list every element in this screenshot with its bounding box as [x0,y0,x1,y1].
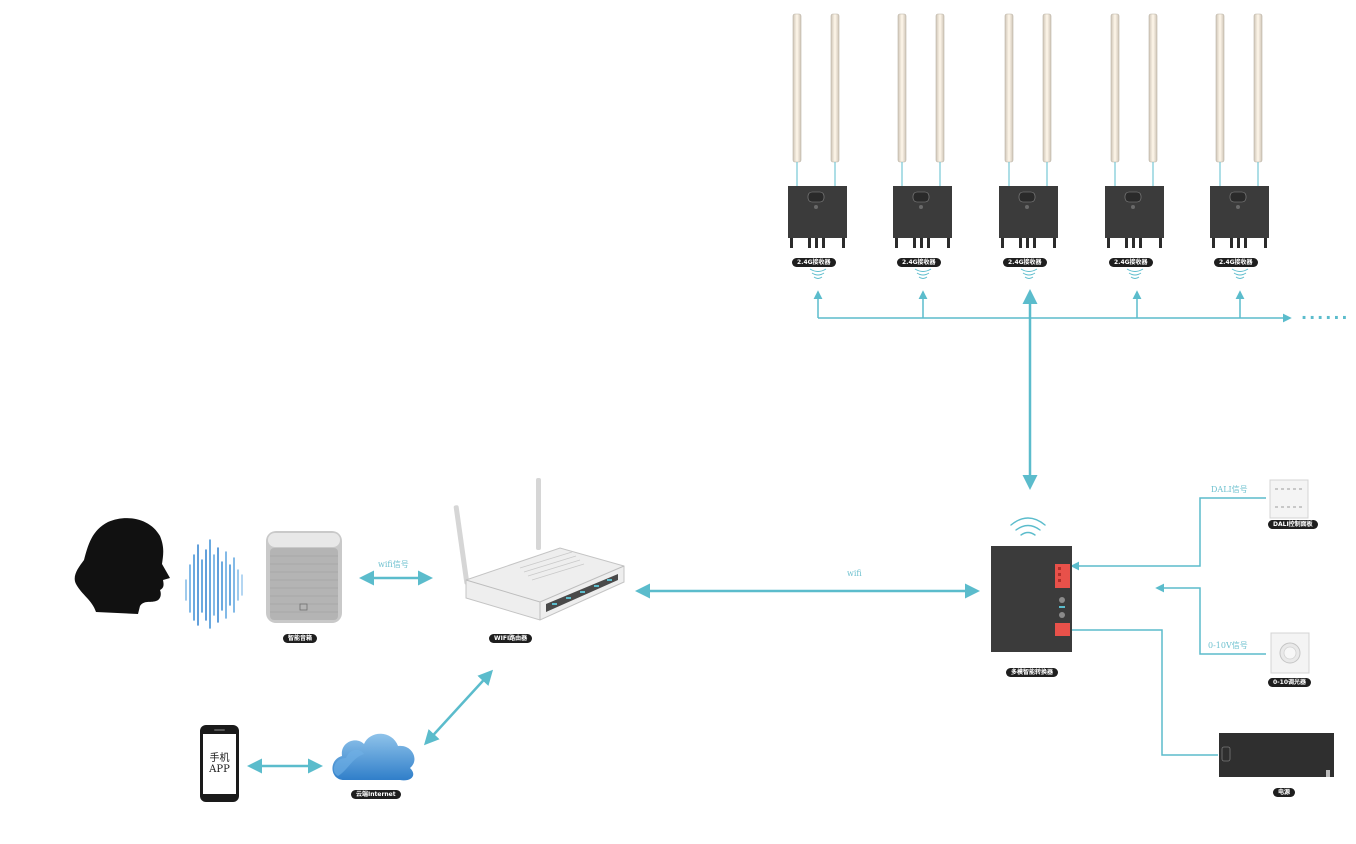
gateway-device [991,546,1072,652]
receiver-label: 2.4G接收器 [897,258,941,267]
dimmer-label: 0-10调光器 [1268,678,1312,687]
wifi-icon [1010,517,1046,536]
cloud-icon [332,733,415,781]
receiver-group-2 [893,13,952,248]
wifi-long-signal-label: wifi [847,569,862,578]
power-link [1072,629,1218,756]
wifi-router-signal-label: wifi信号 [378,560,409,569]
receiver-label: 2.4G接收器 [1109,258,1153,267]
more-receivers-ellipsis: ...... [1301,304,1350,323]
receiver-wifi-icons [809,268,1249,279]
dali-panel-device [1269,479,1309,519]
phone-app-line1: 手机 [209,753,230,764]
dali-signal-label: DALI信号 [1211,485,1248,494]
power-supply-device [1219,733,1334,777]
receiver-label: 2.4G接收器 [792,258,836,267]
gateway-label: 多模智能转换器 [1006,668,1059,677]
dimmer-device [1270,632,1310,674]
head-silhouette-icon [74,518,170,614]
phone-app-label: 手机 APP [203,753,236,775]
receiver-label: 2.4G接收器 [1003,258,1047,267]
cloud-label: 云端Internet [351,790,401,799]
phone-app-line2: APP [209,764,230,775]
receiver-group-5 [1210,13,1269,248]
receiver-group-4 [1105,13,1164,248]
sound-wave-icon [185,539,243,629]
power-label: 电源 [1273,788,1296,797]
wifi-router [453,478,625,621]
speaker-label: 智能音箱 [283,634,318,643]
dali-panel-label: DALI控制面板 [1268,520,1318,529]
router-label: WIFI路由器 [489,634,533,643]
phone-device [200,725,239,802]
link-router-cloud [423,669,494,746]
zero-ten-signal-label: 0-10V信号 [1208,641,1248,650]
receiver-group-3 [999,13,1058,248]
dali-link [1070,497,1266,571]
receiver-label: 2.4G接收器 [1214,258,1258,267]
receiver-group-1 [788,13,847,248]
zero-ten-link [1155,583,1266,655]
smart-speaker [266,531,342,623]
